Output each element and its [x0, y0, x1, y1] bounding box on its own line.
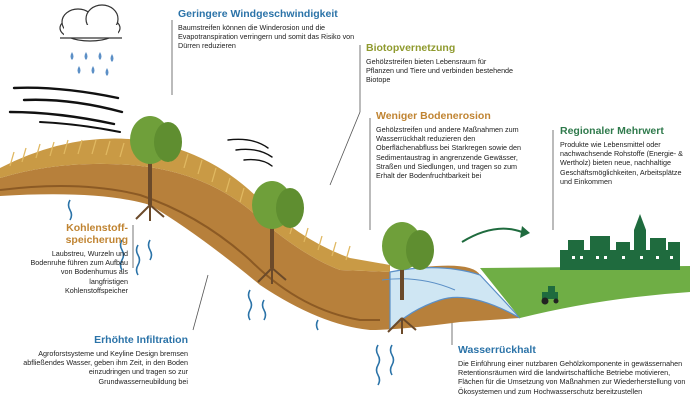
arrow-curved-icon: [461, 227, 523, 243]
leader-lines: [132, 20, 554, 345]
section-erosion: Weniger Bodenerosion Gehölzstreifen und …: [376, 110, 536, 180]
tractor-icon: [541, 286, 559, 305]
section-text: Gehölzstreifen bieten Lebensraum für Pfl…: [366, 57, 514, 85]
rain-cloud-icon: [59, 4, 122, 76]
section-title: Biotopvernetzung: [366, 42, 456, 54]
retention-water: [389, 267, 521, 332]
section-title: Kohlenstoff-speicherung: [65, 222, 128, 246]
section-title: Weniger Bodenerosion: [376, 110, 491, 122]
grass-plateau: [480, 266, 690, 318]
wind-arrows-icon: [8, 86, 273, 167]
section-title: Erhöhte Infiltration: [94, 334, 188, 346]
section-title: Geringere Windgeschwindigkeit: [178, 8, 338, 20]
section-kohlenstoff: Kohlenstoff-speicherung Laubstreu, Wurze…: [28, 222, 128, 295]
section-text: Baumstreifen können die Winderosion und …: [178, 23, 355, 51]
section-wind: Geringere Windgeschwindigkeit Baumstreif…: [178, 8, 363, 51]
section-title: Regionaler Mehrwert: [560, 125, 664, 137]
section-title: Wasserrückhalt: [458, 344, 536, 356]
section-text: Gehölzstreifen und andere Maßnahmen zum …: [376, 125, 522, 181]
section-text: Die Einführung einer nutzbaren Gehölzkom…: [458, 359, 686, 396]
section-biotop: Biotopvernetzung Gehölzstreifen bieten L…: [366, 42, 516, 85]
infiltration-arrow-icon: [67, 199, 395, 386]
section-text: Agroforstsysteme und Keyline Design brem…: [23, 349, 188, 386]
section-text: Laubstreu, Wurzeln und Bodenruhe führen …: [30, 249, 128, 295]
crop-field: [0, 138, 390, 272]
section-wasser: Wasserrückhalt Die Einführung einer nutz…: [458, 344, 693, 396]
section-mehrwert: Regionaler Mehrwert Produkte wie Lebensm…: [560, 125, 690, 186]
tree-icon: [382, 222, 434, 334]
section-infiltration: Erhöhte Infiltration Agroforstsysteme un…: [20, 334, 188, 386]
tree-icon: [252, 181, 304, 284]
town-icon: [560, 214, 680, 270]
section-text: Produkte wie Lebensmittel oder nachwachs…: [560, 140, 683, 186]
tree-icon: [130, 116, 182, 221]
